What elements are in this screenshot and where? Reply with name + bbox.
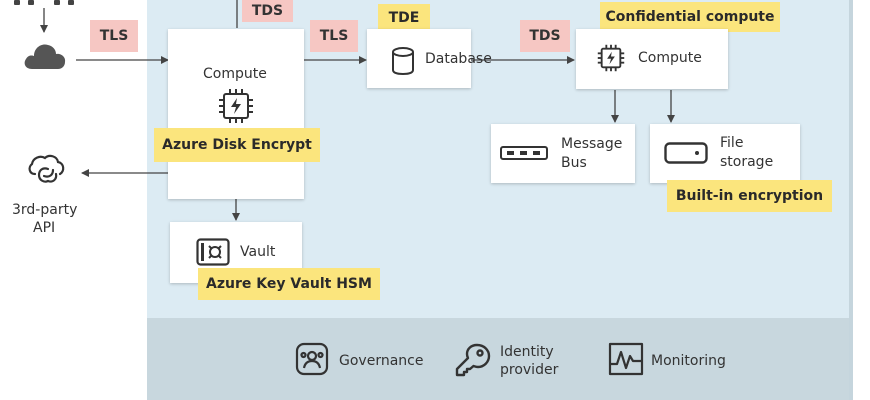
tds-right-tag: TDS: [520, 20, 570, 52]
message-bus-label-line1: Message: [561, 136, 623, 152]
tls-left-tag: TLS: [90, 20, 138, 52]
database-icon: [392, 47, 414, 76]
tls-mid-tag: TLS: [310, 20, 358, 52]
vault-label: Vault: [240, 244, 276, 260]
database-label: Database: [425, 51, 492, 67]
processor-icon: [219, 89, 253, 123]
compute-main-label: Compute: [203, 66, 267, 82]
identity-provider-label-line2: provider: [500, 362, 559, 378]
file-storage-icon: [664, 142, 708, 164]
cloud-icon: [24, 44, 66, 69]
message-bus-icon: [500, 146, 548, 160]
vault-icon: [196, 238, 230, 266]
region-edge: [849, 0, 853, 400]
message-bus-node[interactable]: [491, 124, 635, 183]
tde-tag: TDE: [378, 4, 430, 32]
message-bus-label-line2: Bus: [561, 155, 587, 171]
third-party-api-label-line1: 3rd-party: [12, 202, 78, 218]
governance-icon: [295, 342, 329, 376]
key-icon: [455, 343, 491, 377]
processor-icon: [597, 44, 625, 72]
monitoring-icon: [608, 342, 644, 376]
azure-disk-encrypt-tag: Azure Disk Encrypt: [154, 128, 320, 162]
compute-node-main[interactable]: [168, 29, 304, 199]
azure-key-vault-hsm-tag: Azure Key Vault HSM: [198, 268, 380, 300]
third-party-api-label-line2: API: [33, 220, 56, 236]
users-icon: [14, 0, 74, 5]
file-storage-node[interactable]: [650, 124, 800, 183]
shared-services-band: [147, 318, 849, 400]
built-in-encryption-tag: Built-in encryption: [667, 180, 832, 212]
file-storage-label-line1: File: [720, 135, 744, 151]
database-node[interactable]: [367, 29, 471, 88]
identity-provider-label-line1: Identity: [500, 344, 554, 360]
monitoring-label: Monitoring: [651, 353, 726, 369]
confidential-compute-tag: Confidential compute: [600, 2, 780, 32]
tds-top-tag: TDS: [242, 0, 293, 22]
compute-confidential-label: Compute: [638, 50, 702, 66]
cloud-api-icon: [28, 154, 65, 183]
governance-label: Governance: [339, 353, 424, 369]
file-storage-label-line2: storage: [720, 154, 774, 170]
